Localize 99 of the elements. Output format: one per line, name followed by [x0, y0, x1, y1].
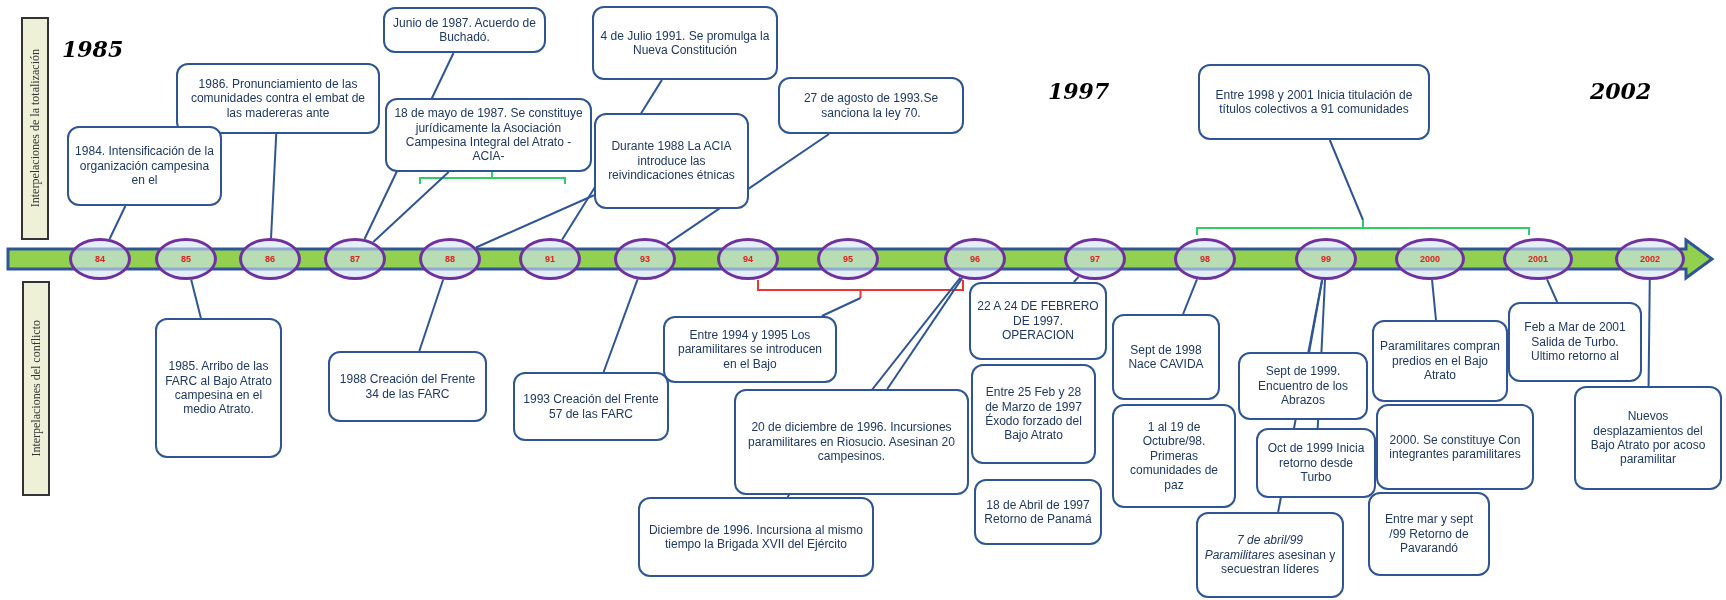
leader-line: [1546, 278, 1559, 303]
callout-box: [969, 282, 1107, 360]
callout-text: Entre 1994 y 1995 Los paramilitares se introducen en el Bajo: [676, 327, 824, 372]
callout-text: 18 de Abril de 1997 Retorno de Panamá: [983, 497, 1093, 527]
callout-text: Feb a Mar de 2001 Salida de Turbo. Ultimo retorno al: [1523, 320, 1627, 364]
callout-text: Entre 1998 y 2001 Inicia titulación de títulos colectivos a 91 comunidades: [1214, 87, 1414, 117]
year-text: 98: [1200, 254, 1210, 264]
callout-box: [1256, 428, 1376, 498]
callout-text: Sept de 1998 Nace CAVIDA: [1127, 342, 1205, 372]
year-text: 93: [640, 254, 650, 264]
leader-line: [886, 277, 964, 390]
callout-text: Entre 25 Feb y 28 de Marzo de 1997 Éxodo forzado del Bajo Atrato: [984, 385, 1083, 443]
year-ellipse: [419, 238, 481, 280]
callout-text: 22 A 24 DE FEBRERO DE 1997. OPERACION: [976, 299, 1100, 343]
callout-box: [513, 372, 669, 441]
year-text: 2002: [1640, 254, 1660, 264]
year-text: 86: [265, 254, 275, 264]
year-text: 85: [181, 254, 191, 264]
callout-text: 1993 Creación del Frente 57 de las FARC: [522, 392, 660, 421]
side-label-box: [22, 281, 50, 496]
callout-box: [594, 113, 749, 209]
leader-line: [1072, 275, 1080, 283]
callout-box: [1112, 404, 1236, 508]
leader-line: [418, 278, 445, 352]
leader-line: [1182, 278, 1198, 315]
year-label: 1985: [62, 36, 124, 62]
callout-text: 1984. Intensificación de la organización campesina en el: [74, 144, 215, 188]
callout-text: Junio de 1987. Acuerdo de Buchadó.: [392, 15, 537, 45]
leader-line: [665, 133, 831, 246]
callout-box: [385, 98, 592, 172]
callout-text: Diciembre de 1996. Incursiona al mismo tiempo la Brigada XVII del Ejército: [647, 522, 865, 552]
callout-text: 20 de diciembre de 1996. Incursiones paramilitares en Riosucio. Asesinan 20 campesinos.: [747, 420, 956, 464]
year-label: 1997: [1048, 78, 1110, 104]
year-text: 94: [743, 254, 753, 264]
leader-line: [474, 194, 595, 249]
callout-box: [1238, 352, 1368, 420]
leader-line: [190, 278, 202, 319]
leader-line: [602, 278, 639, 373]
callout-box: [1574, 386, 1722, 490]
callout-text: Sept de 1999. Encuentro de los Abrazos: [1256, 364, 1350, 408]
side-label-box: [21, 17, 49, 240]
callout-text: Oct de 1999 Inicia retorno desde Turbo: [1266, 441, 1366, 485]
year-ellipse: [614, 238, 676, 280]
callout-box: [328, 351, 487, 422]
callout-box: [1196, 512, 1344, 598]
year-text: 91: [545, 254, 555, 264]
year-text: 88: [445, 254, 455, 264]
callout-text: Entre mar y sept /99 Retorno de Pavarandó: [1384, 512, 1474, 556]
leader-line: [1431, 278, 1437, 321]
leader-line: [1328, 139, 1364, 221]
year-text: 2000: [1420, 254, 1440, 264]
callout-box: [1508, 302, 1642, 382]
leader-line: [820, 297, 862, 317]
callout-box: [67, 126, 222, 206]
callout-box: [176, 63, 380, 134]
year-text: 97: [1090, 254, 1100, 264]
callout-box: [734, 389, 969, 495]
callout-box: [592, 6, 778, 80]
side-label: Interpelaciones de la totalización: [27, 49, 43, 208]
callout-text: 18 de mayo de 1987. Se constituye jurídicamente la Asociación Campesina Integral del Atrato -ACIA-: [393, 106, 584, 164]
year-label: 2002: [1590, 78, 1652, 104]
year-ellipse: [1615, 238, 1685, 280]
callout-text: Durante 1988 La ACIA introduce las reivindicaciones étnicas: [607, 139, 736, 183]
callout-box: [778, 77, 964, 134]
bracket: [1196, 220, 1530, 236]
callout-box: [974, 479, 1102, 545]
callout-text: 7 de abril/99 Paramilitares asesinan y secuestran líderes: [1203, 533, 1337, 577]
callout-box: [663, 316, 837, 383]
callout-box: [638, 497, 874, 577]
year-text: 95: [843, 254, 853, 264]
year-text: 96: [970, 254, 980, 264]
callout-box: [1368, 492, 1490, 576]
leader-line: [372, 171, 450, 244]
callout-text: 1988 Creación del Frente 34 de las FARC: [338, 372, 477, 401]
leader-line: [1647, 279, 1651, 387]
leader-line: [363, 52, 455, 240]
side-label: Interpelaciones del conflicto: [28, 320, 44, 457]
callout-text: 4 de Julio 1991. Se promulga la Nueva Constitución: [599, 28, 771, 58]
callout-box: [1376, 404, 1534, 490]
callout-box: [1372, 320, 1508, 402]
leader-line: [270, 133, 278, 239]
callout-box: [383, 7, 546, 53]
callout-text: Nuevos desplazamientos del Bajo Atrato por acoso paramilitar: [1589, 409, 1707, 467]
callout-text: 1 al 19 de Octubre/98. Primeras comunidades de paz: [1128, 420, 1220, 492]
year-text: 2001: [1528, 254, 1548, 264]
callout-box: [1198, 64, 1430, 140]
callout-text: 1986. Pronunciamiento de las comunidades contra el embat de las madereras ante: [189, 76, 367, 121]
callout-box: [155, 318, 282, 458]
callout-text: 2000. Se constituye Con integrantes paramilitares: [1388, 432, 1522, 462]
leader-line: [108, 205, 127, 240]
callout-text: 1985. Arribo de las FARC al Bajo Atrato campesina en el medio Atrato.: [164, 359, 273, 417]
callout-text: 27 de agosto de 1993.Se sanciona la ley 70.: [802, 91, 940, 120]
callout-box: [971, 364, 1096, 464]
callout-box: [1112, 314, 1220, 400]
year-text: 99: [1321, 254, 1331, 264]
year-text: 84: [95, 254, 105, 264]
bracket: [757, 280, 964, 298]
year-text: 87: [350, 254, 360, 264]
callout-text: Paramilitares compran predios en el Bajo Atrato: [1379, 339, 1501, 383]
